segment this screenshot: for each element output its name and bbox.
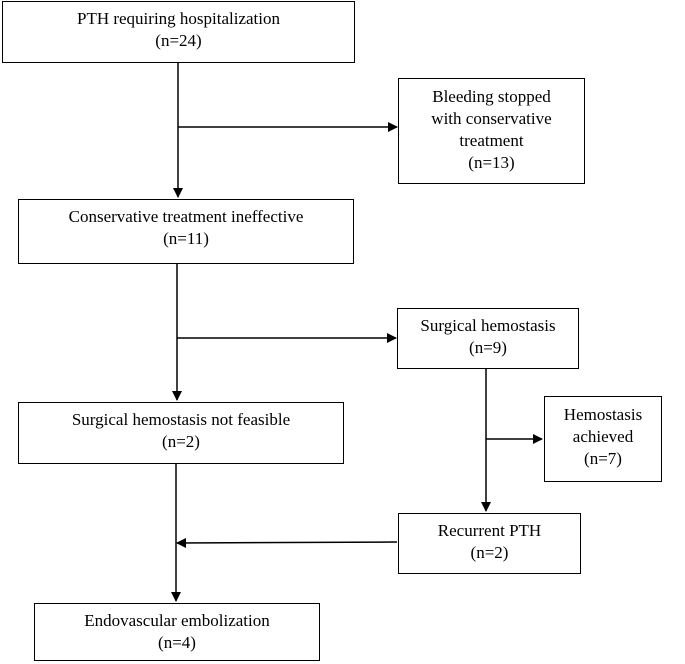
node-recurrent-line2: (n=2): [470, 543, 509, 562]
node-achieved-line1: Hemostasis: [563, 405, 643, 424]
node-achieved-line2: achieved: [572, 427, 634, 446]
node-achieved-line3: (n=7): [584, 449, 622, 468]
arrow-recurrent-to-main: [176, 537, 398, 548]
node-endovascular-embolization: Endovascular embolization (n=4): [34, 603, 320, 661]
node-hemostasis-achieved: Hemostasis achieved (n=7): [544, 396, 662, 482]
node-surgical-not-feasible: Surgical hemostasis not feasible (n=2): [18, 402, 344, 464]
node-embolization-line2: (n=4): [158, 633, 196, 652]
node-pth-line2: (n=24): [155, 31, 202, 50]
node-ineffective-line2: (n=11): [163, 229, 209, 248]
node-recurrent-line1: Recurrent PTH: [437, 521, 542, 540]
node-bleeding-stopped: Bleeding stopped with conservative treat…: [398, 78, 585, 184]
node-conservative-ineffective: Conservative treatment ineffective (n=11…: [18, 199, 354, 264]
node-surgical-line2: (n=9): [469, 338, 507, 357]
node-pth-line1: PTH requiring hospitalization: [76, 9, 281, 28]
node-recurrent-pth: Recurrent PTH (n=2): [398, 513, 581, 574]
node-pth-hospitalization: PTH requiring hospitalization (n=24): [2, 1, 355, 63]
node-surgical-line1: Surgical hemostasis: [420, 316, 556, 335]
node-stopped-line4: (n=13): [468, 153, 515, 172]
node-embolization-line1: Endovascular embolization: [84, 611, 270, 630]
node-surgical-hemostasis: Surgical hemostasis (n=9): [397, 308, 579, 369]
node-stopped-line1: Bleeding stopped: [432, 87, 551, 106]
node-stopped-line2: with conservative: [431, 109, 552, 128]
node-ineffective-line1: Conservative treatment ineffective: [68, 207, 304, 226]
node-not-feasible-line2: (n=2): [162, 432, 200, 451]
node-stopped-line3: treatment: [459, 131, 524, 150]
node-not-feasible-line1: Surgical hemostasis not feasible: [71, 410, 291, 429]
